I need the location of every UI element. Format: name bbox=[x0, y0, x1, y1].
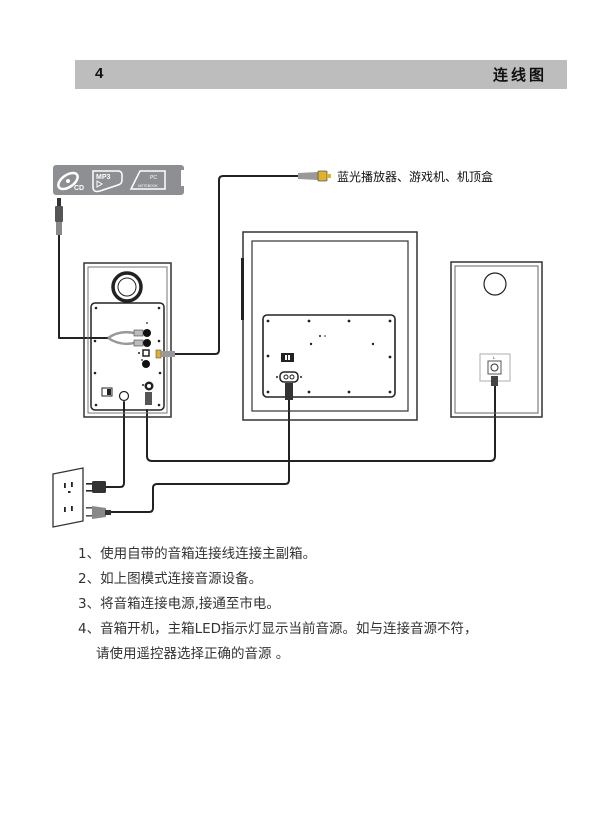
instruction-step: 1、使用自带的音箱连接线连接主副箱。 bbox=[78, 542, 548, 567]
wiring-diagram: CD MP3 PC NOTEBOOK bbox=[52, 165, 543, 528]
aux-jack-icon bbox=[55, 198, 63, 235]
power-plug-icon bbox=[86, 506, 111, 519]
coax-input-icon bbox=[155, 349, 175, 359]
svg-text:NOTEBOOK: NOTEBOOK bbox=[138, 184, 159, 188]
step-number: 1、 bbox=[78, 546, 101, 562]
step-text: 如上图模式连接音源设备。 bbox=[100, 571, 263, 587]
page-number: 4 bbox=[95, 65, 104, 82]
power-plug-icon bbox=[86, 481, 106, 493]
main-speaker bbox=[83, 262, 175, 418]
svg-text:CD: CD bbox=[74, 185, 84, 192]
step-number: 2、 bbox=[78, 571, 101, 587]
instruction-step-continuation: 请使用遥控器选择正确的音源 。 bbox=[96, 646, 290, 662]
satellite-speaker: L bbox=[450, 261, 543, 418]
cd-icon: CD bbox=[57, 171, 84, 192]
sub-power-cable bbox=[109, 399, 290, 513]
svg-text:L: L bbox=[493, 355, 496, 360]
step-text: 使用自带的音箱连接线连接主副箱。 bbox=[100, 546, 317, 562]
rca-cable-icon bbox=[107, 329, 151, 347]
ac-inlet-icon bbox=[276, 371, 302, 383]
page-header: 4 连线图 bbox=[75, 60, 567, 89]
pc-notebook-icon: PC NOTEBOOK bbox=[129, 170, 166, 190]
mp3-icon: MP3 bbox=[92, 170, 123, 193]
subwoofer bbox=[241, 231, 418, 421]
step-text: 音箱开机，主箱LED指示灯显示当前音源。如与连接音源不符， bbox=[100, 621, 478, 637]
svg-text:PC: PC bbox=[150, 175, 157, 181]
instruction-step: 3、将音箱连接电源,接通至市电。 bbox=[78, 592, 548, 617]
step-number: 3、 bbox=[78, 596, 101, 612]
main-power-cable bbox=[105, 401, 125, 488]
wall-outlet-icon bbox=[52, 467, 84, 528]
svg-text:MP3: MP3 bbox=[96, 174, 111, 181]
speaker-cable bbox=[146, 384, 496, 462]
source-device-label: 蓝光播放器、游戏机、机顶盒 bbox=[337, 170, 494, 184]
step-number: 4、 bbox=[78, 621, 101, 637]
instruction-step: 2、如上图模式连接音源设备。 bbox=[78, 567, 548, 592]
source-icons-bar: CD MP3 PC NOTEBOOK bbox=[53, 165, 184, 195]
coax-cable bbox=[174, 175, 301, 355]
instructions-list: 1、使用自带的音箱连接线连接主副箱。 2、如上图模式连接音源设备。 3、将音箱连… bbox=[78, 542, 548, 667]
step-text: 将音箱连接电源,接通至市电。 bbox=[100, 596, 280, 612]
coax-connector-icon bbox=[298, 170, 331, 182]
instruction-step: 4、音箱开机，主箱LED指示灯显示当前音源。如与连接音源不符， bbox=[78, 617, 548, 642]
section-title: 连线图 bbox=[492, 66, 547, 84]
